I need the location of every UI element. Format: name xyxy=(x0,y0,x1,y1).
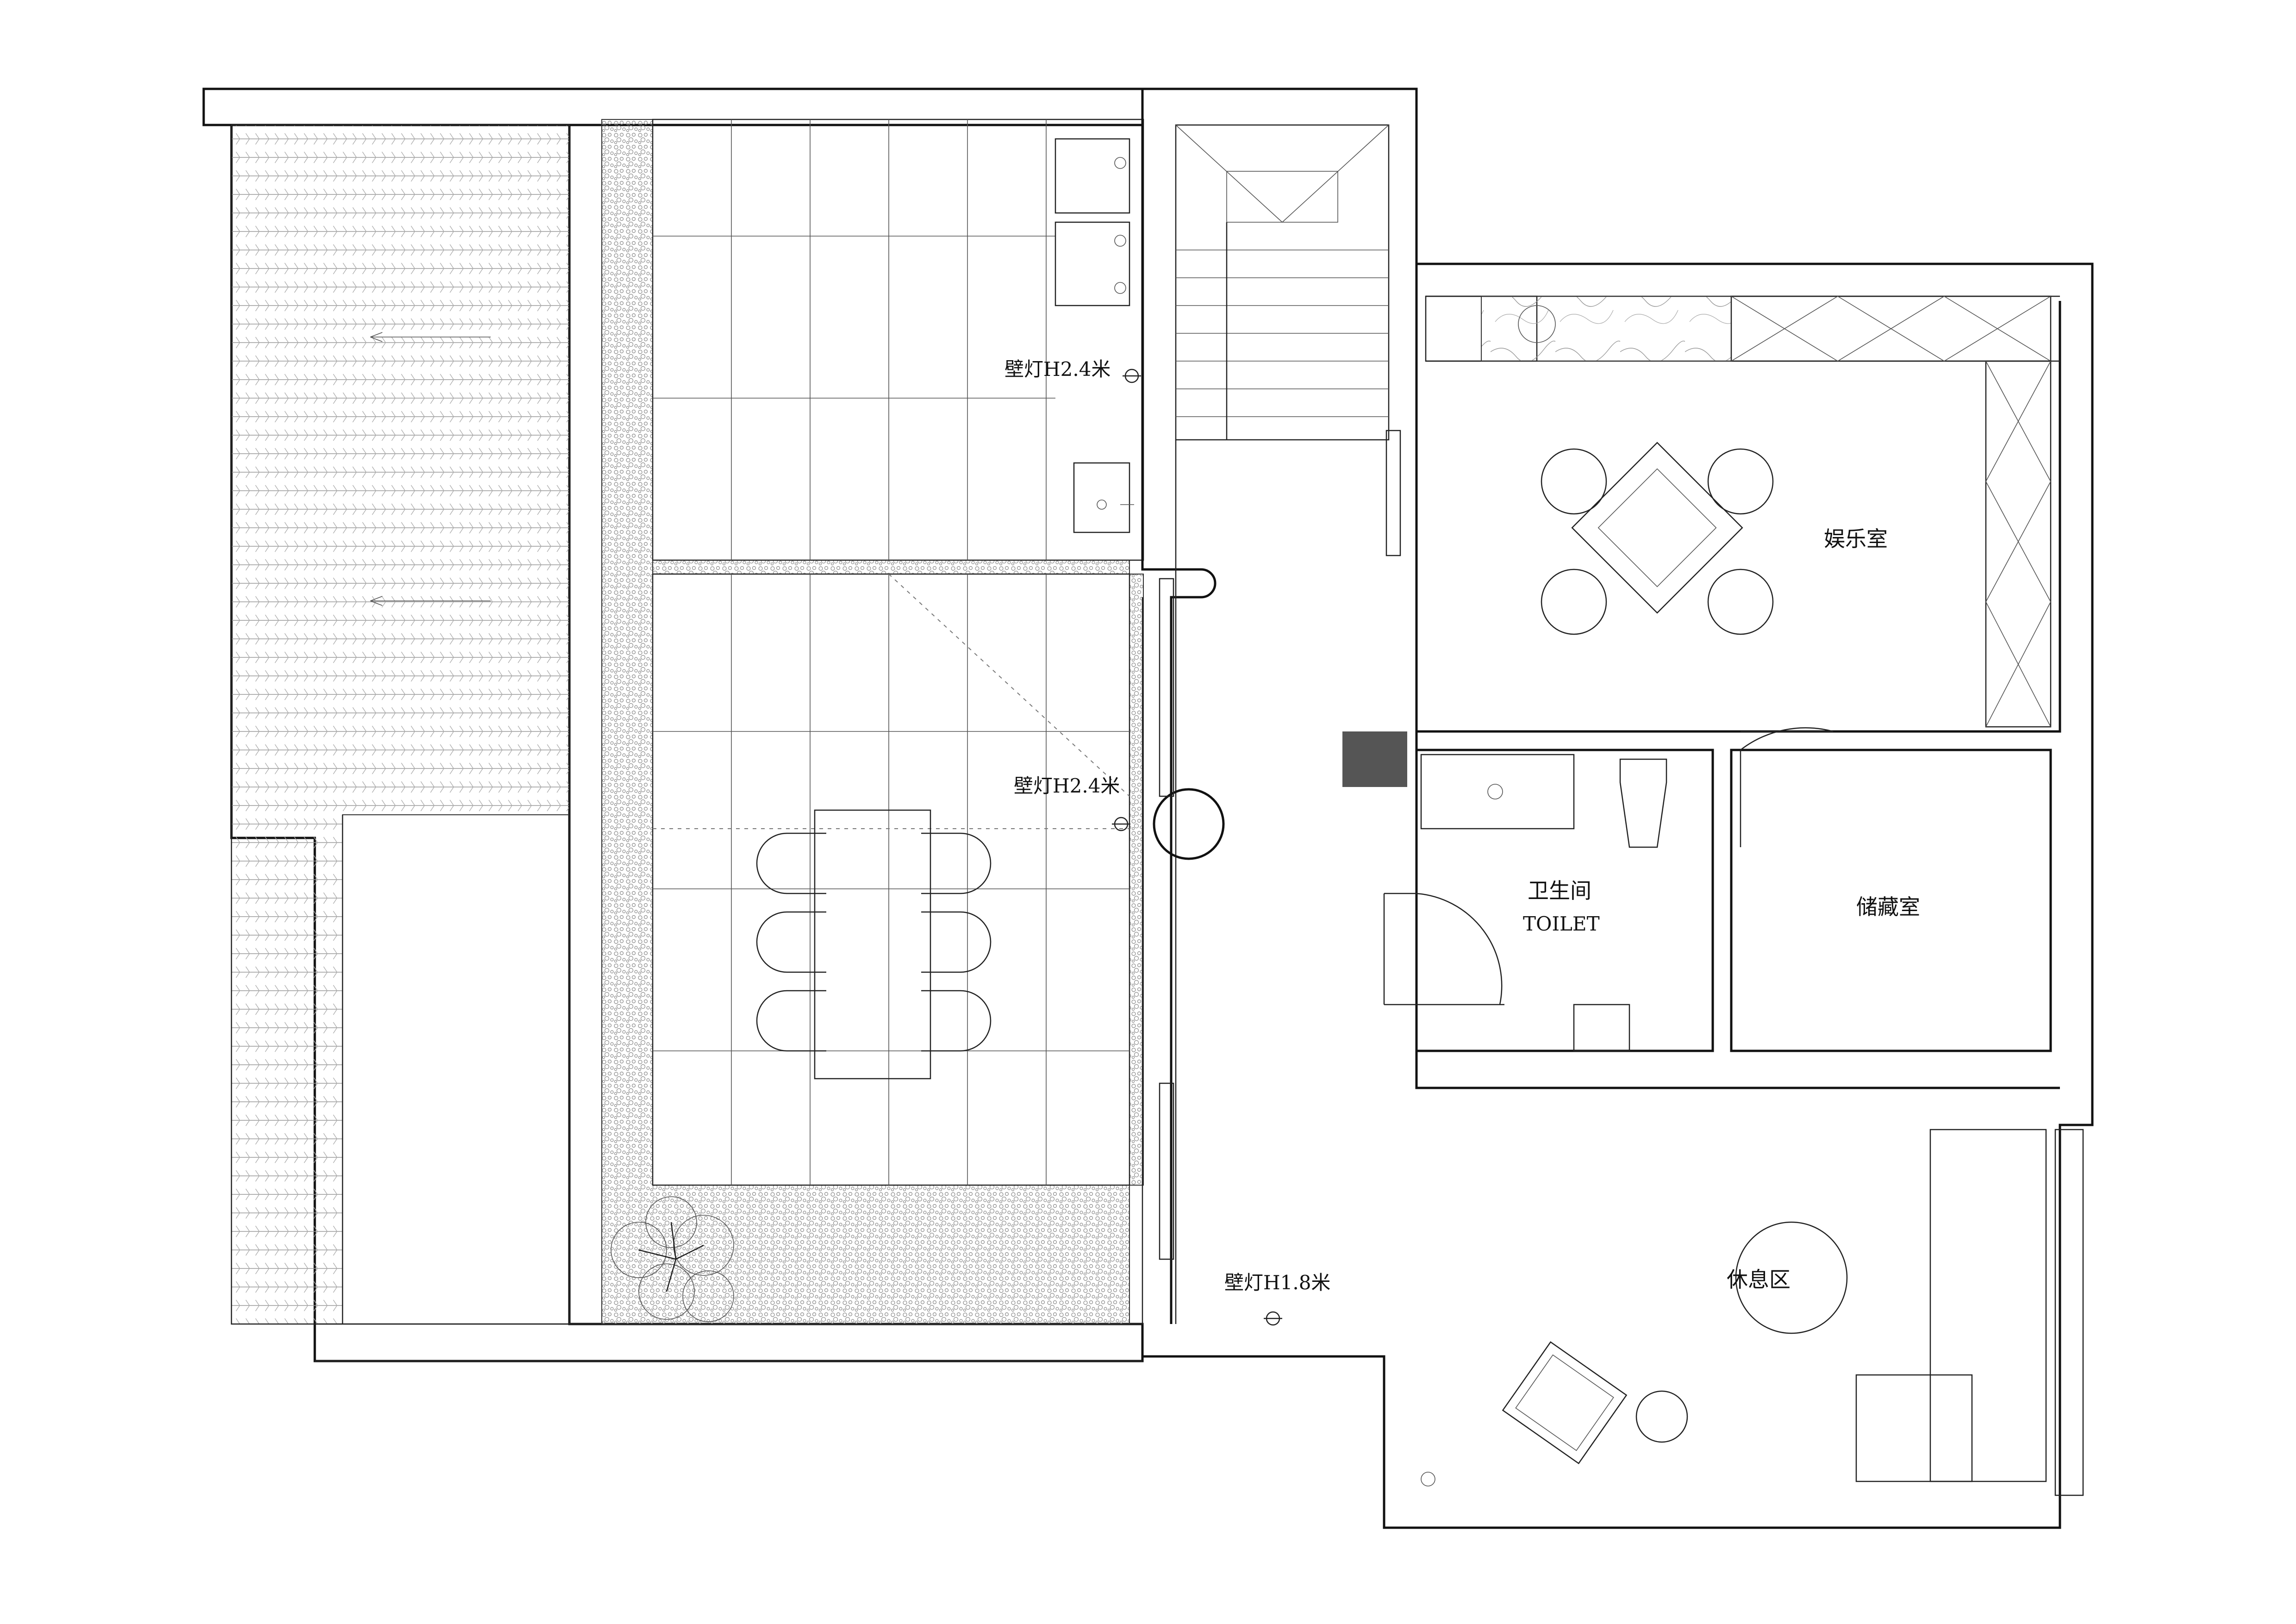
side-table-icon xyxy=(1635,1390,1688,1443)
room-label-toilet-en: TOILET xyxy=(1523,912,1600,935)
room-label-lounge: 休息区 xyxy=(1727,1267,1791,1292)
room-label-toilet-cn: 卫生间 xyxy=(1528,878,1591,903)
window-east xyxy=(2054,1129,2084,1496)
lamp-label-top: 壁灯H2.4米 xyxy=(1004,358,1111,381)
chair-icon xyxy=(1707,448,1774,515)
pillar xyxy=(1342,731,1407,787)
chair-icon xyxy=(1707,568,1774,635)
storage-room xyxy=(1730,727,2052,1052)
cabinet-run xyxy=(1425,295,2052,728)
sink-icon xyxy=(1073,462,1130,533)
round-rug-icon xyxy=(1735,1221,1848,1334)
staircase xyxy=(1141,87,1418,1324)
toilet-room xyxy=(1383,749,1714,1052)
storage-door[interactable] xyxy=(1740,727,1834,847)
chair-icon xyxy=(1541,568,1607,635)
floor-drain-icon xyxy=(1573,1004,1630,1052)
right-block-walls xyxy=(1142,262,2094,1529)
vanity-icon xyxy=(1420,754,1575,830)
toilet-icon xyxy=(1619,758,1667,848)
ottoman-icon xyxy=(1855,1374,1973,1482)
room-label-entertainment: 娱乐室 xyxy=(1824,526,1888,551)
round-column xyxy=(1153,788,1225,860)
dining-chairs xyxy=(756,832,992,1052)
washer-icon xyxy=(1054,138,1130,214)
mahjong-table xyxy=(1541,442,1774,635)
sofa-icon xyxy=(1929,1129,2047,1482)
lamp-label-mid: 壁灯H2.4米 xyxy=(1014,775,1120,797)
window-corridor-lower xyxy=(1159,1082,1174,1260)
tree-icon xyxy=(611,1196,734,1322)
lamp-marker-icon xyxy=(1112,369,1282,1326)
deck-terrace xyxy=(202,87,1144,1362)
basin-icon xyxy=(1518,305,1556,343)
gravel-courtyard xyxy=(601,119,1144,1324)
lamp-label-bottom: 壁灯H1.8米 xyxy=(1224,1271,1330,1294)
window-west xyxy=(1385,430,1401,556)
window-corridor xyxy=(1159,578,1174,797)
upper-tile-area xyxy=(652,119,1144,561)
dining-table xyxy=(814,809,931,1080)
room-label-storage: 储藏室 xyxy=(1856,894,1920,919)
dining-area xyxy=(611,573,1130,1322)
chair-icon xyxy=(1541,448,1607,515)
lounge-area xyxy=(1421,1129,2084,1496)
dryer-icon xyxy=(1054,221,1130,306)
armchair-icon xyxy=(1502,1341,1628,1464)
toilet-door[interactable] xyxy=(1384,893,1503,1005)
